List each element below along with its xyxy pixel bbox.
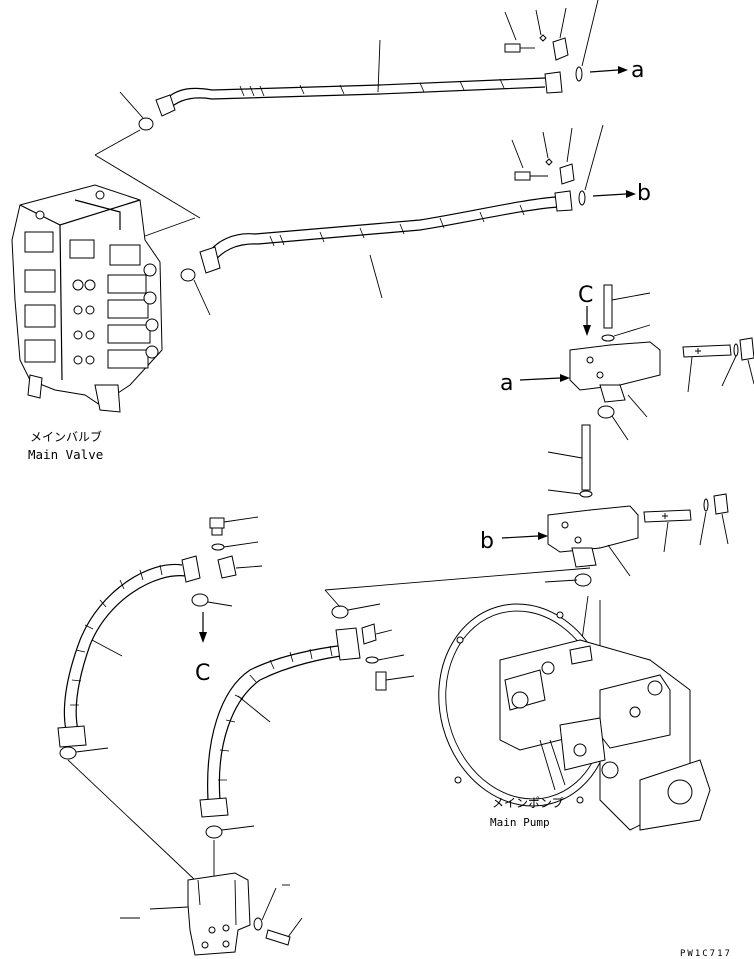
o-ring bbox=[59, 746, 77, 760]
elbow-fitting bbox=[361, 623, 377, 645]
elbow-fitting bbox=[552, 37, 569, 61]
callout-a-block: a bbox=[500, 371, 513, 396]
leader-line bbox=[94, 129, 141, 156]
washer bbox=[601, 334, 615, 342]
o-ring bbox=[597, 405, 615, 419]
connector-block-b bbox=[547, 505, 639, 568]
mounting-bracket bbox=[187, 872, 251, 956]
callout-a-end: a bbox=[631, 58, 644, 83]
connector-block-a bbox=[569, 341, 661, 403]
o-ring bbox=[575, 66, 583, 82]
o-ring bbox=[733, 343, 739, 357]
o-ring bbox=[703, 498, 709, 512]
washer bbox=[579, 490, 593, 498]
leader-line bbox=[369, 254, 383, 299]
washer bbox=[539, 34, 547, 42]
washer bbox=[253, 917, 263, 931]
callout-c-top: C bbox=[578, 283, 593, 308]
leader-line bbox=[193, 279, 211, 316]
plug bbox=[739, 337, 754, 361]
o-ring bbox=[574, 573, 592, 587]
main-pump-drawing bbox=[438, 603, 711, 831]
callout-c-bottom: C bbox=[195, 661, 210, 686]
elbow-fitting bbox=[559, 163, 575, 185]
bolt bbox=[514, 171, 531, 181]
o-ring bbox=[180, 268, 196, 282]
bolt bbox=[209, 517, 225, 529]
hose-upper bbox=[155, 39, 563, 117]
bolt bbox=[265, 929, 291, 946]
hose-lower-middle bbox=[199, 627, 361, 818]
o-ring bbox=[331, 605, 349, 619]
main-valve-label-en: Main Valve bbox=[28, 447, 103, 462]
bolt bbox=[603, 284, 613, 329]
drawing-code: PW1C717 bbox=[680, 949, 732, 959]
leader-line bbox=[144, 217, 196, 237]
callout-b-end: b bbox=[637, 181, 651, 206]
plug bbox=[713, 493, 729, 515]
bolt bbox=[581, 424, 591, 491]
elbow-fitting bbox=[217, 555, 237, 579]
leader-line bbox=[377, 39, 381, 93]
main-pump-label-en: Main Pump bbox=[490, 816, 550, 829]
arrow-a bbox=[589, 69, 619, 73]
arrow-b bbox=[592, 193, 627, 197]
hose-lower-left bbox=[57, 555, 201, 748]
main-pump-label-jp: メインポンプ bbox=[492, 796, 564, 810]
washer bbox=[545, 158, 553, 166]
main-valve-drawing bbox=[11, 184, 163, 413]
leader-line bbox=[119, 91, 144, 119]
washer bbox=[365, 656, 379, 664]
o-ring bbox=[191, 593, 209, 607]
bolt bbox=[504, 43, 521, 53]
leader-line bbox=[94, 154, 201, 219]
o-ring bbox=[205, 825, 223, 839]
hose-lower-upper bbox=[199, 190, 573, 299]
pipe bbox=[682, 344, 732, 358]
o-ring bbox=[138, 117, 154, 131]
main-valve-label-jp: メインバルブ bbox=[30, 429, 102, 444]
washer bbox=[211, 543, 225, 551]
o-ring bbox=[578, 190, 586, 206]
bolt-shank bbox=[211, 527, 223, 536]
callout-b-block: b bbox=[480, 529, 494, 554]
bolt bbox=[375, 671, 387, 691]
